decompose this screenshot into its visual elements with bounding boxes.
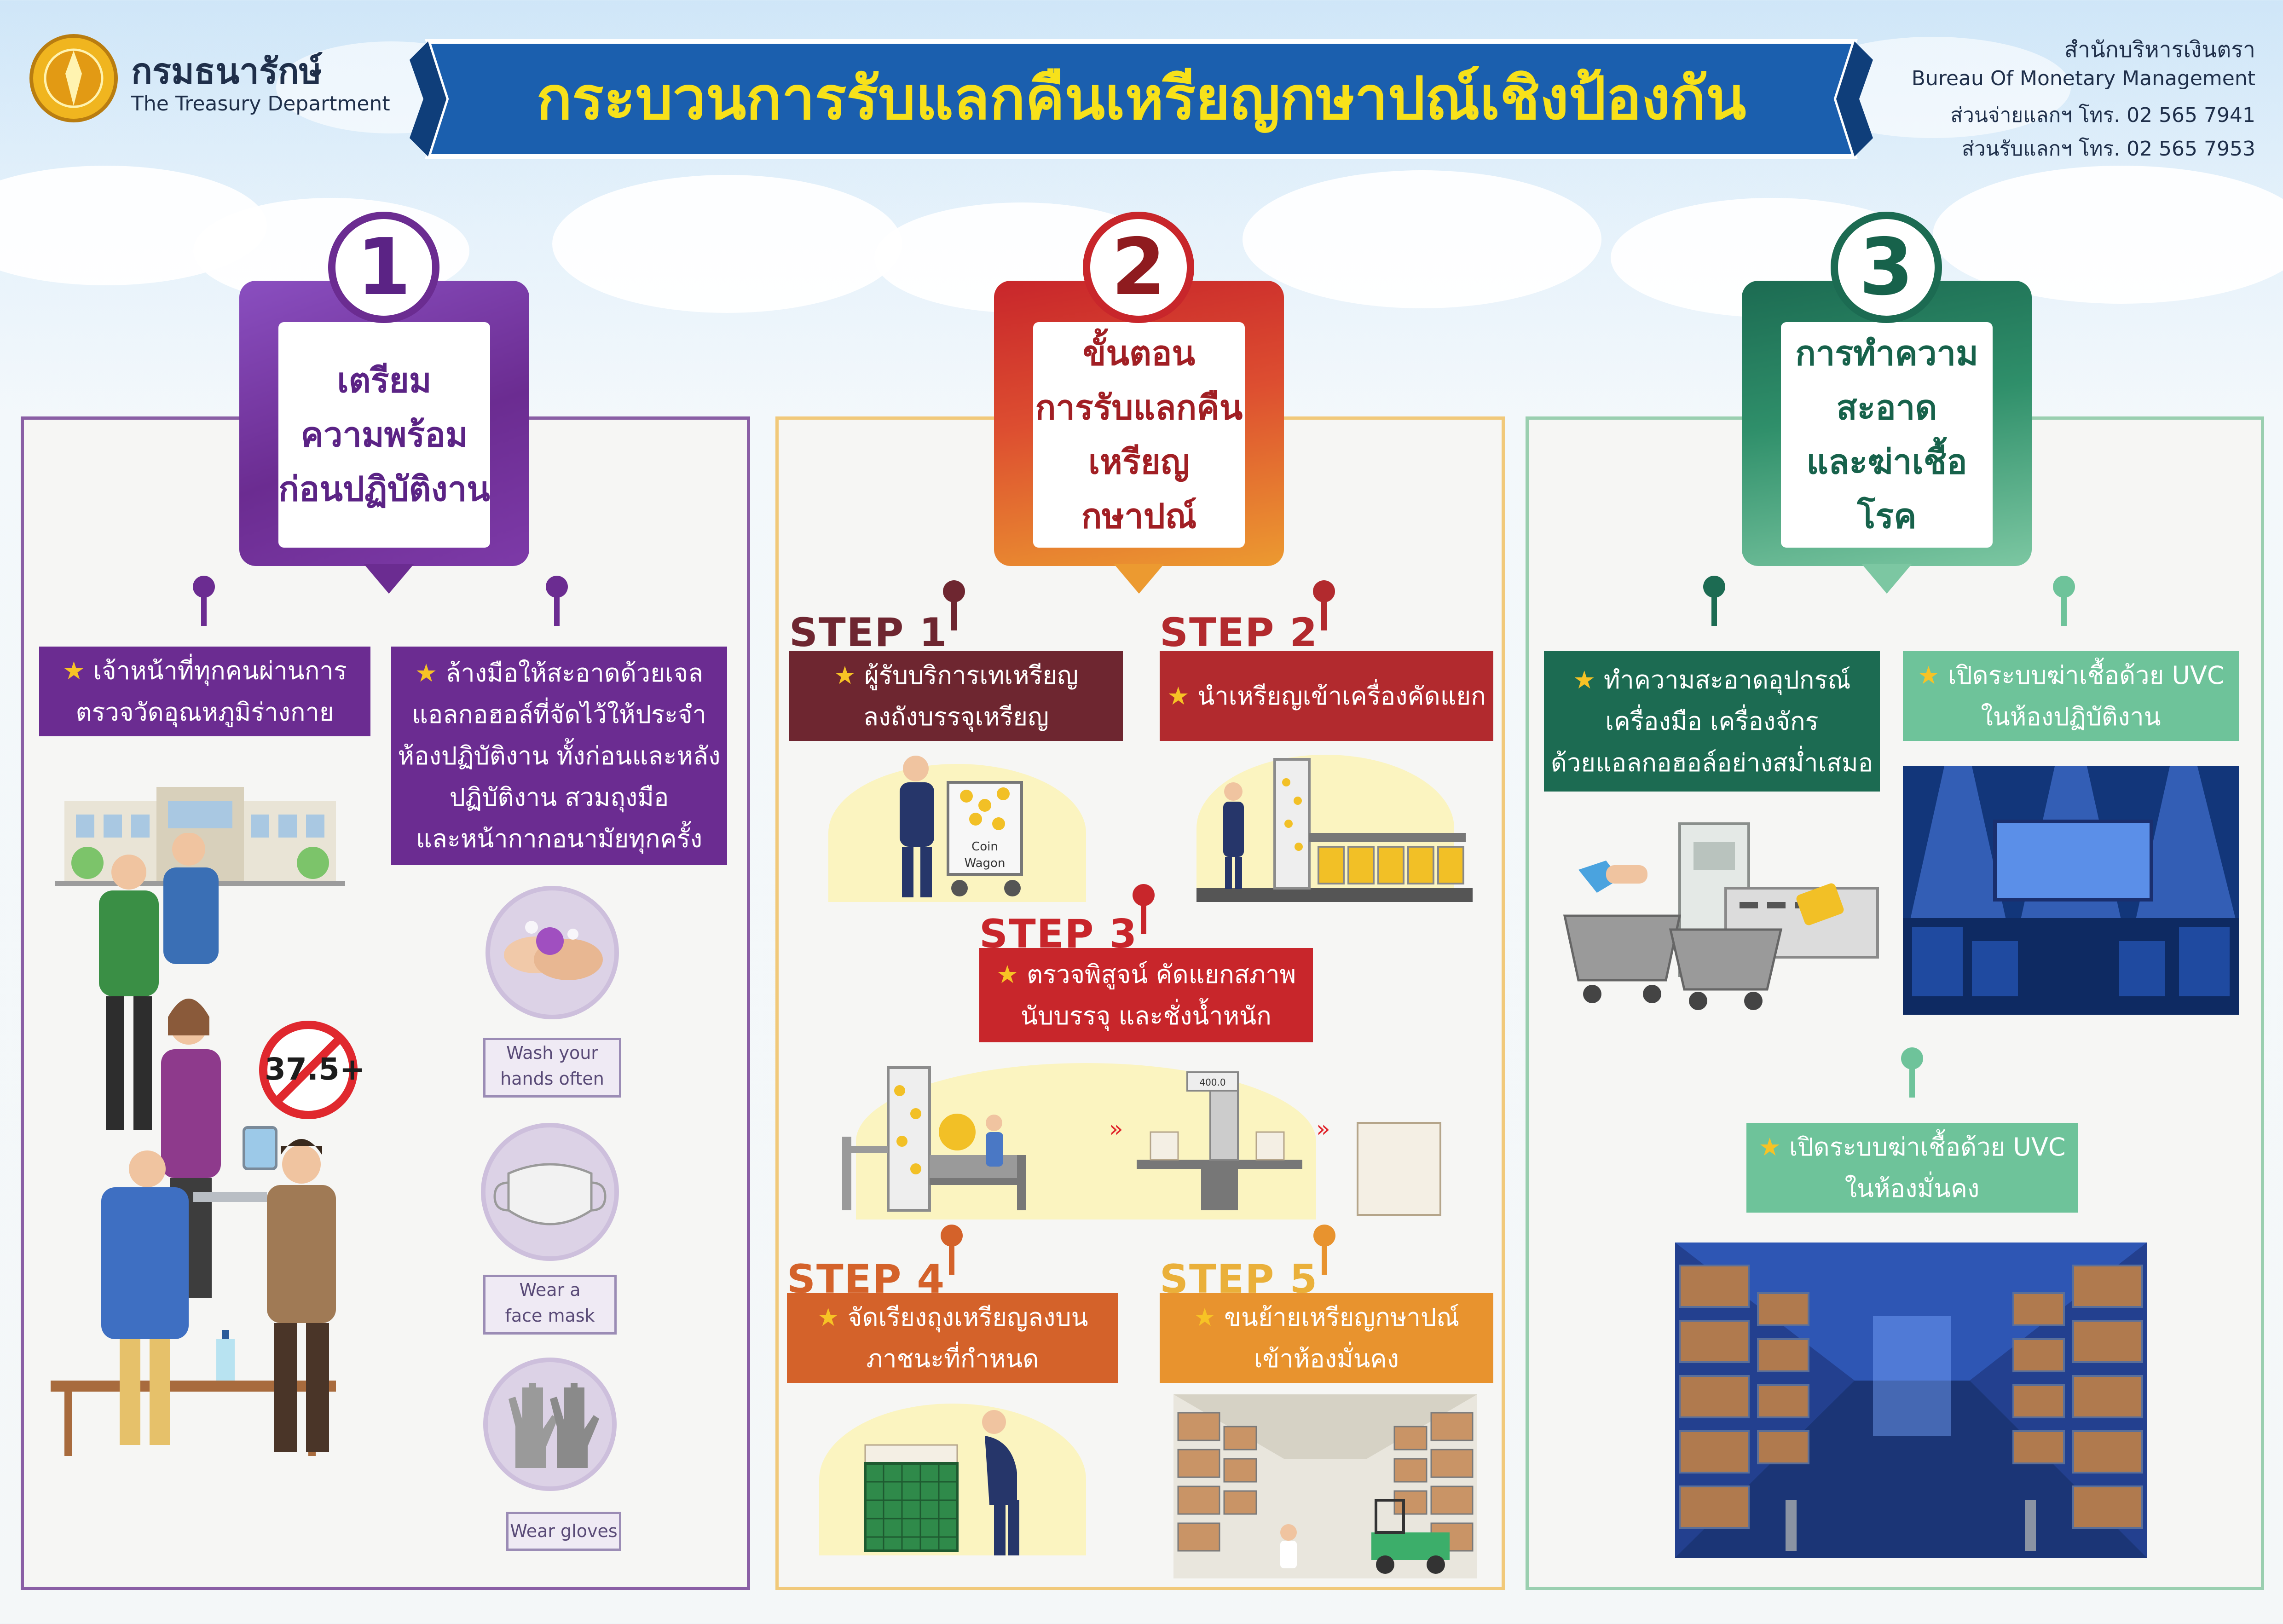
temperature-check-box: ★เจ้าหน้าที่ทุกคนผ่านการ ตรวจวัดอุณหภูมิ… [39, 647, 370, 736]
connector-pin [1313, 1225, 1335, 1275]
bureau-name-th: สำนักบริหารเงินตรา [2064, 37, 2255, 63]
connector-pin [2053, 576, 2075, 626]
section-3-tab-pointer [1861, 564, 1912, 594]
coin-wagon-illustration [874, 755, 1031, 902]
step-1-label: STEP 1 [789, 610, 948, 656]
section-2-tab-pointer [1114, 564, 1164, 594]
wash-hands-label: Wash your hands often [483, 1038, 621, 1098]
wear-mask-label: Wear a face mask [483, 1275, 617, 1335]
star-icon: ★ [1758, 1132, 1781, 1162]
uvc-vault-illustration [1675, 1243, 2147, 1558]
contact-exchange: ส่วนจ่ายแลกฯ โทร. 02 565 7941 [1950, 104, 2255, 127]
face-mask-icon [481, 1123, 619, 1261]
star-icon: ★ [1193, 1302, 1216, 1332]
machine-cleaning-illustration [1560, 815, 1882, 1012]
temperature-threshold-label: 37.5+ [265, 1052, 365, 1087]
connector-pin [943, 580, 965, 630]
step-4-box: ★จัดเรียงถุงเหรียญลงบน ภาชนะที่กำหนด [787, 1293, 1118, 1383]
step-2-label: STEP 2 [1160, 610, 1318, 656]
section-1-title: เตรียม ความพร้อม ก่อนปฏิบัติงาน [278, 322, 490, 548]
verification-line-illustration: » » [842, 1063, 1445, 1224]
page-title: กระบวนการรับแลกคืนเหรียญกษาปณ์เชิงป้องกั… [536, 64, 1746, 133]
wear-gloves-label: Wear gloves [506, 1512, 621, 1551]
equipment-cleaning-box: ★ทำความสะอาดอุปกรณ์ เครื่องมือ เครื่องจั… [1544, 651, 1880, 792]
connector-pin [193, 576, 215, 626]
org-name-th: กรมธนารักษ์ [131, 51, 322, 92]
step-2-box: ★นำเหรียญเข้าเครื่องคัดแยก [1160, 651, 1493, 741]
bag-stacking-illustration [847, 1408, 1077, 1560]
section-1-tab-pointer [364, 564, 414, 594]
treasury-logo [28, 32, 120, 124]
star-icon: ★ [817, 1302, 839, 1332]
section-3-title: การทำความ สะอาด และฆ่าเชื้อโรค [1781, 322, 1993, 548]
star-icon: ★ [1573, 665, 1595, 694]
flow-arrow-icon: » [1316, 1115, 1330, 1142]
section-1-number: 1 [328, 212, 439, 323]
org-name-en: The Treasury Department [131, 92, 390, 116]
coin-sorting-machine-illustration [1196, 755, 1473, 911]
uvc-vault-box: ★เปิดระบบฆ่าเชื้อด้วย UVC ในห้องมั่นคง [1746, 1123, 2078, 1213]
section-3-number: 3 [1831, 212, 1942, 323]
uvc-workroom-illustration [1903, 766, 2239, 1015]
step-3-box: ★ตรวจพิสูจน์ คัดแยกสภาพ นับบรรจุ และชั่ง… [979, 948, 1313, 1042]
temperature-screening-illustration [51, 832, 373, 1459]
star-icon: ★ [63, 656, 85, 685]
title-banner [410, 32, 1873, 166]
connector-pin [1313, 580, 1335, 630]
flow-arrow-icon: » [1109, 1115, 1123, 1142]
section-2-number: 2 [1083, 212, 1194, 323]
section-2-title: ขั้นตอน การรับแลกคืน เหรียญกษาปณ์ [1033, 322, 1245, 548]
gloves-icon [483, 1358, 617, 1491]
vault-transport-illustration [1173, 1394, 1477, 1578]
connector-pin [546, 576, 568, 626]
star-icon: ★ [1917, 660, 1940, 690]
star-icon: ★ [996, 959, 1019, 989]
bureau-name-en: Bureau Of Monetary Management [1911, 67, 2255, 90]
scale-readout: 400.0 [1199, 1077, 1226, 1088]
star-icon: ★ [833, 660, 856, 690]
star-icon: ★ [1167, 681, 1190, 711]
hygiene-box: ★ล้างมือให้สะอาดด้วยเจล แอลกอฮอล์ที่จัดไ… [391, 647, 727, 865]
star-icon: ★ [415, 658, 438, 688]
step-1-box: ★ผู้รับบริการเทเหรียญ ลงถังบรรจุเหรียญ [789, 651, 1123, 741]
step-3-illustration-backdrop [856, 1063, 1316, 1219]
hand-washing-icon [485, 886, 619, 1019]
uvc-workroom-box: ★เปิดระบบฆ่าเชื้อด้วย UVC ในห้องปฏิบัติง… [1903, 651, 2239, 741]
step-5-box: ★ขนย้ายเหรียญกษาปณ์ เข้าห้องมั่นคง [1160, 1293, 1493, 1383]
connector-pin [1133, 884, 1155, 934]
connector-pin [1703, 576, 1725, 626]
no-fever-sign-icon [258, 1019, 359, 1121]
coin-wagon-label: Coin Wagon [964, 840, 1006, 870]
connector-pin [941, 1225, 963, 1275]
contact-receive: ส่วนรับแลกฯ โทร. 02 565 7953 [1961, 137, 2255, 161]
connector-pin [1901, 1047, 1923, 1098]
